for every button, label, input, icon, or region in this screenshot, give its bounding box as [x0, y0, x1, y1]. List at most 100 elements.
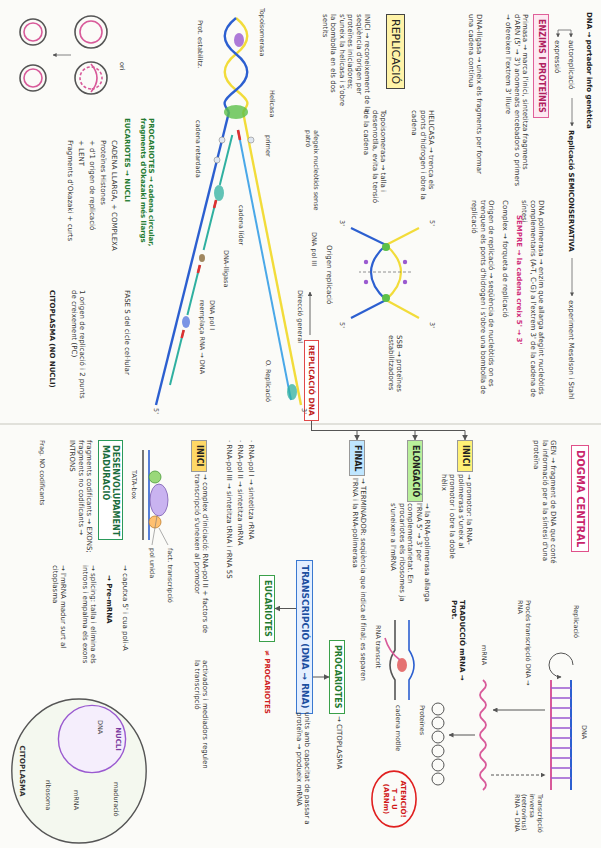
note-text: → la RNA-polimerasa allarga l'RNA 5' → 3… — [389, 503, 431, 615]
note-text: Direcció general — [295, 290, 303, 343]
replication-fork-part — [248, 137, 254, 143]
node-text: DOGMA CENTRAL — [574, 450, 586, 547]
shape-outline-path — [58, 705, 125, 772]
note-text: Prot. estabilitz. — [195, 20, 203, 68]
connector — [312, 421, 466, 440]
phase-box: ELONGACIÓ — [407, 440, 423, 502]
note-text: Helicasa — [267, 90, 275, 117]
node-text: CITOPLASMA — [18, 746, 26, 797]
text-arrows-part — [572, 98, 573, 126]
replication-bubble-part — [403, 280, 407, 284]
note-text: Proteïnes — [417, 705, 425, 735]
central-dogma-part — [432, 759, 444, 771]
phase-box: INICI — [457, 440, 473, 472]
note-text: Proteïnes Histones — [99, 140, 107, 205]
central-dogma-part — [550, 680, 552, 790]
section-heading: TRANSCRIPCIÓ (DNA → RNA) — [296, 560, 313, 714]
note-text: fact. transcripció — [165, 548, 173, 603]
central-dogma — [432, 653, 573, 790]
replication-fork-part — [234, 33, 244, 47]
section-heading: DOGMA CENTRAL — [571, 445, 589, 552]
note-text: expressió — [553, 40, 561, 73]
node-text: ELONGACIÓ — [410, 445, 420, 497]
circular-dna-part — [80, 67, 102, 89]
replication-fork-part — [310, 292, 311, 335]
replication-bubble-part — [364, 260, 368, 264]
note-text: → TERMINADOR: seqüència que indica el fi… — [350, 478, 367, 693]
page-fold — [0, 424, 601, 425]
note-text: activadors i mediadors regulen la transc… — [192, 660, 209, 770]
initiation-complex-part — [159, 528, 168, 545]
central-dogma-part — [570, 680, 572, 790]
connector — [313, 677, 329, 678]
transcription-bubble-part — [409, 620, 414, 700]
note-text: RNA transcrit — [373, 625, 381, 668]
node-text: ENZIMS I PROTEÏNES — [536, 19, 546, 113]
note-text: pol unida — [147, 548, 155, 578]
organism-box: EUCARIOTES — [259, 575, 275, 642]
note-text: · RNA-pol II → sintetitza mRNA — [236, 440, 244, 545]
circular-dna-part — [75, 62, 107, 94]
note-text: · RNA-pol III → sintetitza tRNA i rRNA 5… — [225, 440, 233, 579]
circular-dna-part — [53, 55, 71, 56]
note-text: DNA → portador info genètica — [585, 12, 593, 129]
note-text: → CITOPLASMA — [335, 716, 343, 769]
note-text: CITOPLASMA (NO NUCLI) — [48, 290, 56, 388]
central-dogma-part — [551, 688, 571, 778]
replication-fork-part — [156, 112, 229, 405]
note-text: → promotor: la RNA-polimerasa s'uneix al… — [439, 474, 473, 564]
note-text: Fragments d'Okazaki + curts — [66, 140, 74, 241]
replication-bubble-part — [403, 260, 407, 264]
note-text: → l'mRNA madur surt al citoplasma — [50, 565, 67, 685]
replication-fork-part — [224, 105, 248, 119]
cytoplasm-ellipse: CITOPLASMANUCLI — [9, 696, 149, 846]
note-text: Origen replicació — [325, 245, 333, 304]
circular-dna-part — [24, 23, 42, 41]
note-text: 3' — [299, 408, 307, 414]
note-text: + LENT — [77, 140, 85, 166]
phase-box: INICI — [191, 440, 207, 472]
section-heading: REPLICACIÓ — [386, 14, 405, 89]
circular-dna — [20, 16, 107, 94]
note-text: FASE S del cicle cel·lular — [123, 290, 131, 410]
central-dogma-part — [432, 745, 444, 757]
circular-dna-part — [75, 16, 107, 48]
text-arrows-part — [558, 30, 571, 37]
note-text: 5' — [427, 220, 435, 226]
node-text: DESENVOLUPAMENT MADURACIÓ — [101, 445, 120, 535]
note-text: mRNA — [479, 645, 487, 665]
shape-outline-path — [12, 699, 146, 843]
note-text: cadena motlle — [393, 705, 401, 751]
replication-fork-part — [225, 18, 248, 112]
initiation-complex-part — [148, 450, 150, 540]
note-text: DNA — [579, 725, 587, 739]
note-text: 1 origen de replicació i 2 punts de crei… — [69, 290, 86, 400]
note-text: CADENA LLARGA, + COMPLEXA — [110, 140, 118, 251]
note-text: fragments codificants → EXONS; fragments… — [68, 440, 93, 560]
replication-fork — [156, 18, 310, 405]
note-text: ori — [117, 62, 125, 70]
note-text: Complex → forqueta de replicació — [501, 200, 509, 318]
circular-dna-part — [80, 21, 102, 43]
note-text: DNA-lligasa — [221, 250, 229, 287]
replication-fork-part — [214, 185, 224, 201]
node-text: REPLICACIÓ — [389, 19, 402, 84]
node-text: INICI — [194, 445, 204, 467]
node-text: REPLICACIÓ DNA — [307, 345, 316, 416]
circular-dna-part — [24, 69, 42, 87]
note-text: reemplaça RNA → DNA — [197, 300, 205, 374]
note-text: INICI → reconeixement de la seqüència d'… — [321, 14, 371, 114]
initiation-complex-part — [150, 484, 168, 516]
replication-fork-part — [225, 18, 248, 112]
node-text: EUCARIOTES — [262, 580, 272, 637]
central-dogma-part — [480, 680, 486, 790]
organism-box: PROCARIOTES — [329, 640, 345, 714]
circular-dna-part — [20, 19, 46, 45]
central-dogma-part — [549, 653, 573, 677]
central-dogma-part — [449, 735, 475, 736]
note-text: 3' — [427, 322, 435, 328]
connector — [275, 608, 296, 609]
replication-fork-part — [198, 265, 200, 273]
initiation-complex-part — [149, 471, 161, 483]
